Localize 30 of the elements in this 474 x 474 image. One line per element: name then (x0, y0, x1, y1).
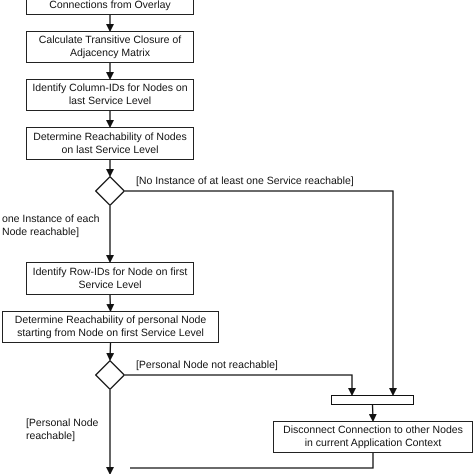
decision-diamond (95, 176, 125, 206)
arrow (368, 404, 377, 422)
edge-label: [No Instance of at least one Service reachable] (136, 175, 354, 188)
arrow (125, 374, 356, 396)
arrow (106, 160, 114, 177)
arrow (106, 390, 114, 474)
process-box (26, 127, 194, 160)
arrow (106, 15, 114, 32)
step-text: Determine Reachability of personal Node starting from Node on first Service Level (14, 314, 208, 340)
merge-bar (331, 395, 414, 405)
step-text: Disconnect Connection to other Nodes in current Application Context (282, 424, 464, 450)
process-box (273, 421, 473, 453)
process-box (26, 262, 194, 295)
step-text: Identify Row-IDs for Node on first Service Level (32, 266, 188, 292)
arrow (106, 206, 114, 263)
arrow (106, 63, 114, 80)
step-text: Calculate Transitive Closure of Adjacency Matrix (38, 34, 182, 60)
process-box (26, 79, 194, 111)
arrow (106, 294, 114, 312)
decision-diamond (95, 360, 125, 390)
process-box (26, 31, 194, 63)
arrow (106, 342, 114, 361)
step-text: Identify Column-IDs for Nodes on last Service Level (31, 82, 189, 108)
arrow (125, 190, 397, 396)
arrow (106, 111, 114, 128)
step-text: Determine Reachability of Nodes on last Service Level (32, 131, 188, 157)
process-box (26, 0, 194, 15)
process-box (2, 311, 219, 343)
edge-label: [Personal Node not reachable] (136, 359, 278, 372)
step-text: Connections from Overlay (48, 0, 172, 12)
